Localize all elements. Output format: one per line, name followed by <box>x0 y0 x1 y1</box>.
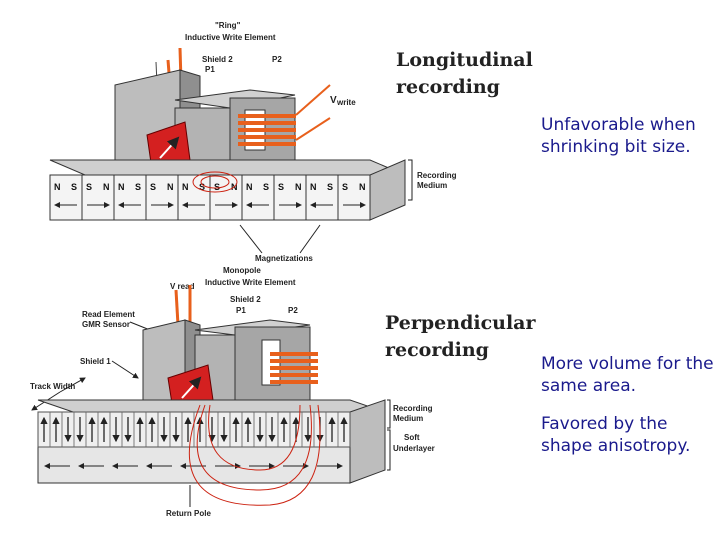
medium-label-top-1: Recording <box>417 171 457 180</box>
shield2-label-bottom: Shield 2 <box>230 295 261 304</box>
p2-label-bottom: P2 <box>288 306 298 315</box>
pole-right: S <box>199 182 205 192</box>
pole-left: N <box>310 182 317 192</box>
read-element-label-1: Read Element <box>82 310 135 319</box>
pole-left: S <box>342 182 348 192</box>
monopole-label-2: Inductive Write Element <box>205 278 296 287</box>
perpendicular-title-2: recording <box>385 339 489 361</box>
p1-label-bottom: P1 <box>236 306 246 315</box>
longitudinal-title-2: recording <box>396 76 500 98</box>
p2-label-top: P2 <box>272 55 282 64</box>
pole-left: S <box>150 182 156 192</box>
pole-left: N <box>246 182 253 192</box>
medium-label-top-2: Medium <box>417 181 447 190</box>
pole-left: N <box>118 182 125 192</box>
pole-right: S <box>135 182 141 192</box>
pole-left: S <box>278 182 284 192</box>
soft-label-2: Underlayer <box>393 444 435 453</box>
pole-right: N <box>359 182 366 192</box>
medium-label-bottom-1: Recording <box>393 404 433 413</box>
perpendicular-title-1: Perpendicular <box>385 312 536 334</box>
pole-right: N <box>103 182 110 192</box>
pole-left: S <box>214 182 220 192</box>
vwrite-v: V <box>330 95 337 106</box>
perpendicular-medium <box>37 399 386 506</box>
pole-right: S <box>71 182 77 192</box>
soft-label-1: Soft <box>404 433 420 442</box>
return-pole-label: Return Pole <box>166 509 211 518</box>
note-shape-anisotropy: Favored by the shape anisotropy. <box>541 414 691 456</box>
magnetizations-label: Magnetizations <box>255 254 313 263</box>
pole-left: S <box>86 182 92 192</box>
note-unfavorable: Unfavorable when shrinking bit size. <box>541 115 696 157</box>
medium-label-bottom-2: Medium <box>393 414 423 423</box>
track-width-label: Track Width <box>30 382 75 391</box>
shield1-label: Shield 1 <box>80 357 111 366</box>
ring-label-1: "Ring" <box>215 21 241 30</box>
perp-write-coil <box>270 352 318 384</box>
vwrite-sub: write <box>336 98 356 107</box>
read-element-label-2: GMR Sensor <box>82 320 130 329</box>
pole-right: N <box>295 182 302 192</box>
pole-right: S <box>327 182 333 192</box>
longitudinal-title-1: Longitudinal <box>396 49 533 71</box>
pole-left: N <box>54 182 61 192</box>
perpendicular-head <box>142 285 318 411</box>
pole-right: S <box>263 182 269 192</box>
pole-right: N <box>167 182 174 192</box>
ring-label-2: Inductive Write Element <box>185 33 276 42</box>
monopole-label-1: Monopole <box>223 266 261 275</box>
grain-cell <box>337 411 351 448</box>
write-coil <box>238 84 331 146</box>
note-more-volume: More volume for the same area. <box>541 354 714 396</box>
pole-left: N <box>182 182 189 192</box>
vread-label: V read <box>170 282 195 291</box>
shield2-label-top: Shield 2 <box>202 55 233 64</box>
longitudinal-head <box>114 47 331 171</box>
p1-label-top: P1 <box>205 65 215 74</box>
